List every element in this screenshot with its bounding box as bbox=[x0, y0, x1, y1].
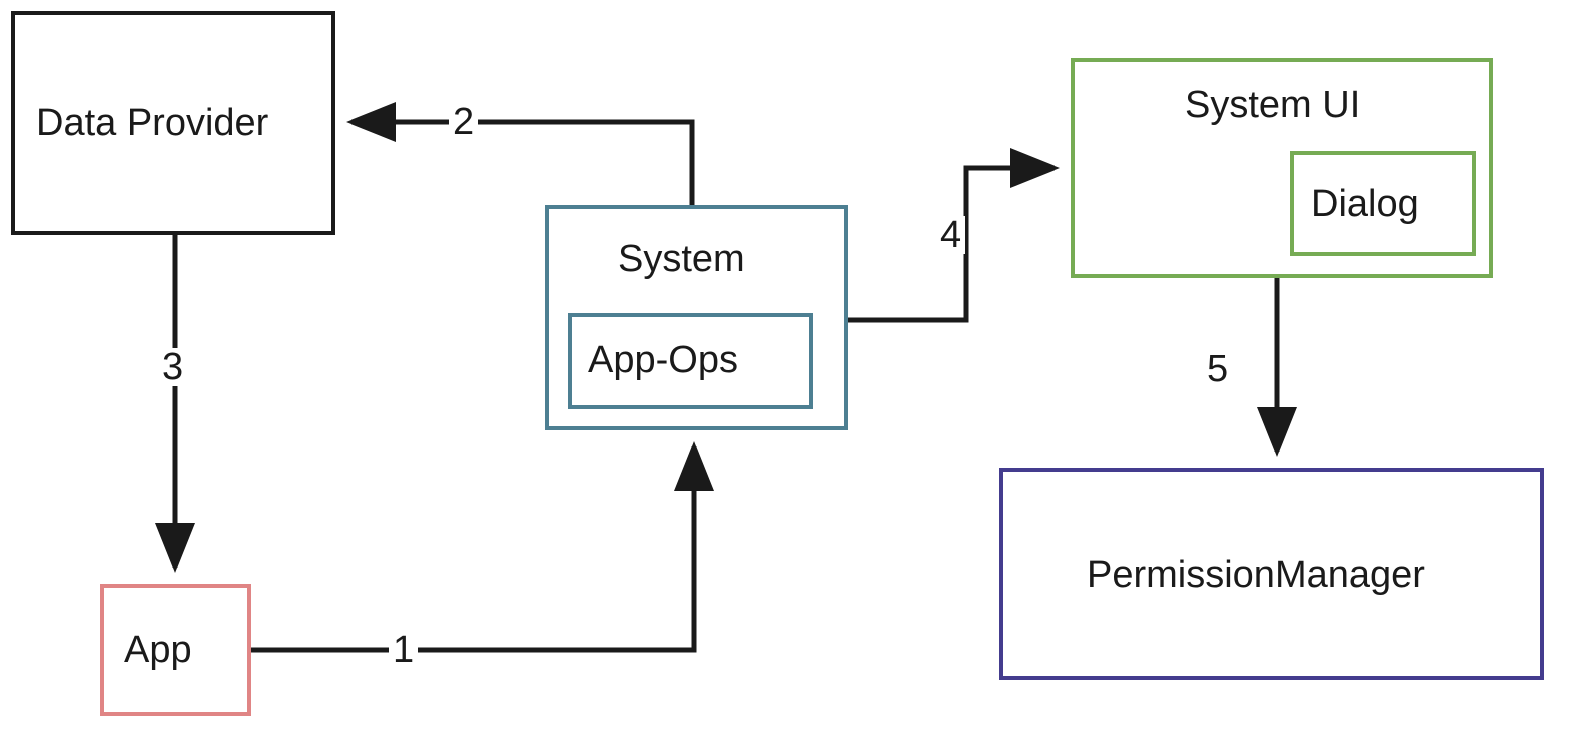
node-app[interactable] bbox=[100, 584, 251, 716]
edge-path-edge-1 bbox=[251, 441, 714, 653]
node-data-provider[interactable] bbox=[11, 11, 335, 235]
node-label-app: App bbox=[124, 629, 192, 671]
node-dialog[interactable] bbox=[1290, 151, 1476, 256]
node-label-app-ops: App-Ops bbox=[588, 339, 738, 381]
edge-label-edge-5: 5 bbox=[1203, 350, 1233, 388]
node-label-dialog: Dialog bbox=[1311, 183, 1419, 225]
node-app-ops[interactable] bbox=[568, 313, 813, 409]
edge-path-edge-2 bbox=[346, 102, 695, 205]
node-label-permission-manager: PermissionManager bbox=[1087, 554, 1425, 596]
edge-label-edge-1: 1 bbox=[389, 631, 419, 669]
node-label-system-ui: System UI bbox=[1185, 84, 1361, 126]
node-label-data-provider: Data Provider bbox=[36, 102, 269, 144]
edge-label-edge-4: 4 bbox=[936, 216, 966, 254]
node-permission-manager[interactable] bbox=[999, 468, 1544, 680]
edge-label-edge-2: 2 bbox=[449, 103, 479, 141]
node-label-system: System bbox=[618, 238, 745, 280]
edge-label-edge-3: 3 bbox=[158, 348, 188, 386]
